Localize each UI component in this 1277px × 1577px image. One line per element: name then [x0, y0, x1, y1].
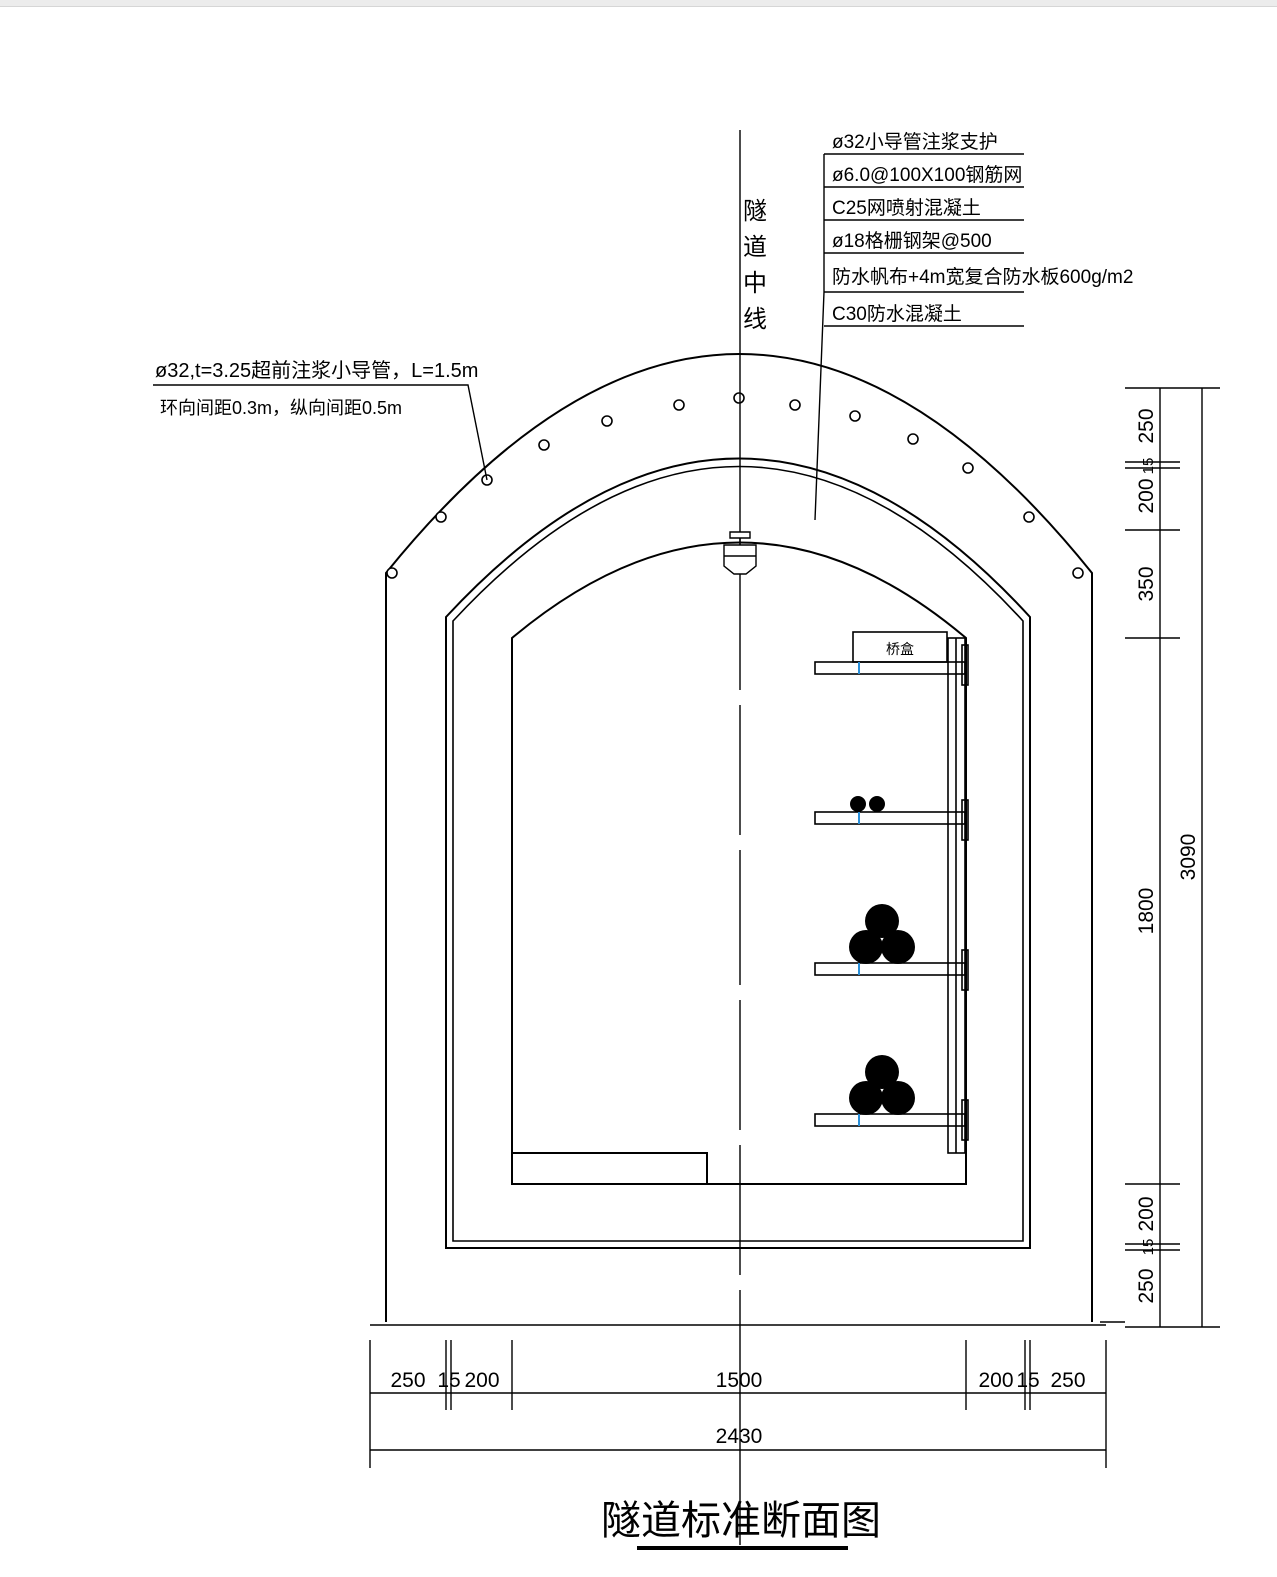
layer-callout-lines	[814, 153, 1024, 521]
cables	[849, 796, 915, 1115]
bottom-dimension-lines	[369, 1324, 1107, 1468]
grout-pipe-holes	[386, 392, 1084, 579]
left-callout-line2: 环向间距0.3m，纵向间距0.5m	[160, 398, 402, 418]
centerline-label: 隧道中线	[739, 198, 766, 342]
dim-total-height: 3090	[1177, 834, 1200, 881]
dim-bottom-1500: 1500	[716, 1369, 763, 1392]
dim-bottom-200-right: 200	[978, 1369, 1013, 1392]
dim-bottom-15-left: 15	[437, 1369, 460, 1392]
left-callout-line	[153, 384, 488, 481]
dim-right-15-top: 15	[1140, 458, 1157, 475]
dim-right-200-bottom: 200	[1135, 1196, 1158, 1231]
layer-callout-6: C30防水混凝土	[832, 303, 962, 325]
layer-callout-3: C25网喷射混凝土	[832, 197, 981, 219]
dim-right-350: 350	[1135, 566, 1158, 601]
dim-right-15-bottom: 15	[1140, 1239, 1157, 1256]
dim-total-width: 2430	[716, 1425, 763, 1448]
cable-bracket	[814, 631, 969, 1154]
layer-callout-5: 防水帆布+4m宽复合防水板600g/m2	[832, 266, 1133, 288]
dim-bottom-250-right: 250	[1050, 1369, 1085, 1392]
right-dimension-lines	[1100, 387, 1220, 1328]
layer-callout-2: ø6.0@100X100钢筋网	[832, 164, 1022, 186]
layer-callout-1: ø32小导管注浆支护	[832, 131, 998, 153]
waterproof-layer-inner	[452, 465, 1024, 1242]
drawing-title: 隧道标准断面图	[601, 1498, 881, 1544]
window-top-bar	[0, 0, 1277, 7]
dim-right-250-bottom: 250	[1135, 1268, 1158, 1303]
outer-lining	[385, 353, 1093, 1322]
dim-bottom-200-left: 200	[464, 1369, 499, 1392]
floor-slab	[511, 1152, 708, 1185]
box-label: 桥盒	[886, 641, 914, 657]
dim-right-200-top: 200	[1135, 478, 1158, 513]
dim-right-1800: 1800	[1135, 888, 1158, 935]
dim-bottom-250-left: 250	[390, 1369, 425, 1392]
dim-bottom-15-right: 15	[1016, 1369, 1039, 1392]
waterproof-layer-outer	[445, 457, 1031, 1249]
dim-right-250-top: 250	[1135, 408, 1158, 443]
layer-callout-4: ø18格栅钢架@500	[832, 230, 992, 252]
ceiling-lamp	[723, 531, 757, 575]
left-callout-line1: ø32,t=3.25超前注浆小导管，L=1.5m	[155, 359, 478, 382]
inner-opening	[511, 541, 967, 1185]
